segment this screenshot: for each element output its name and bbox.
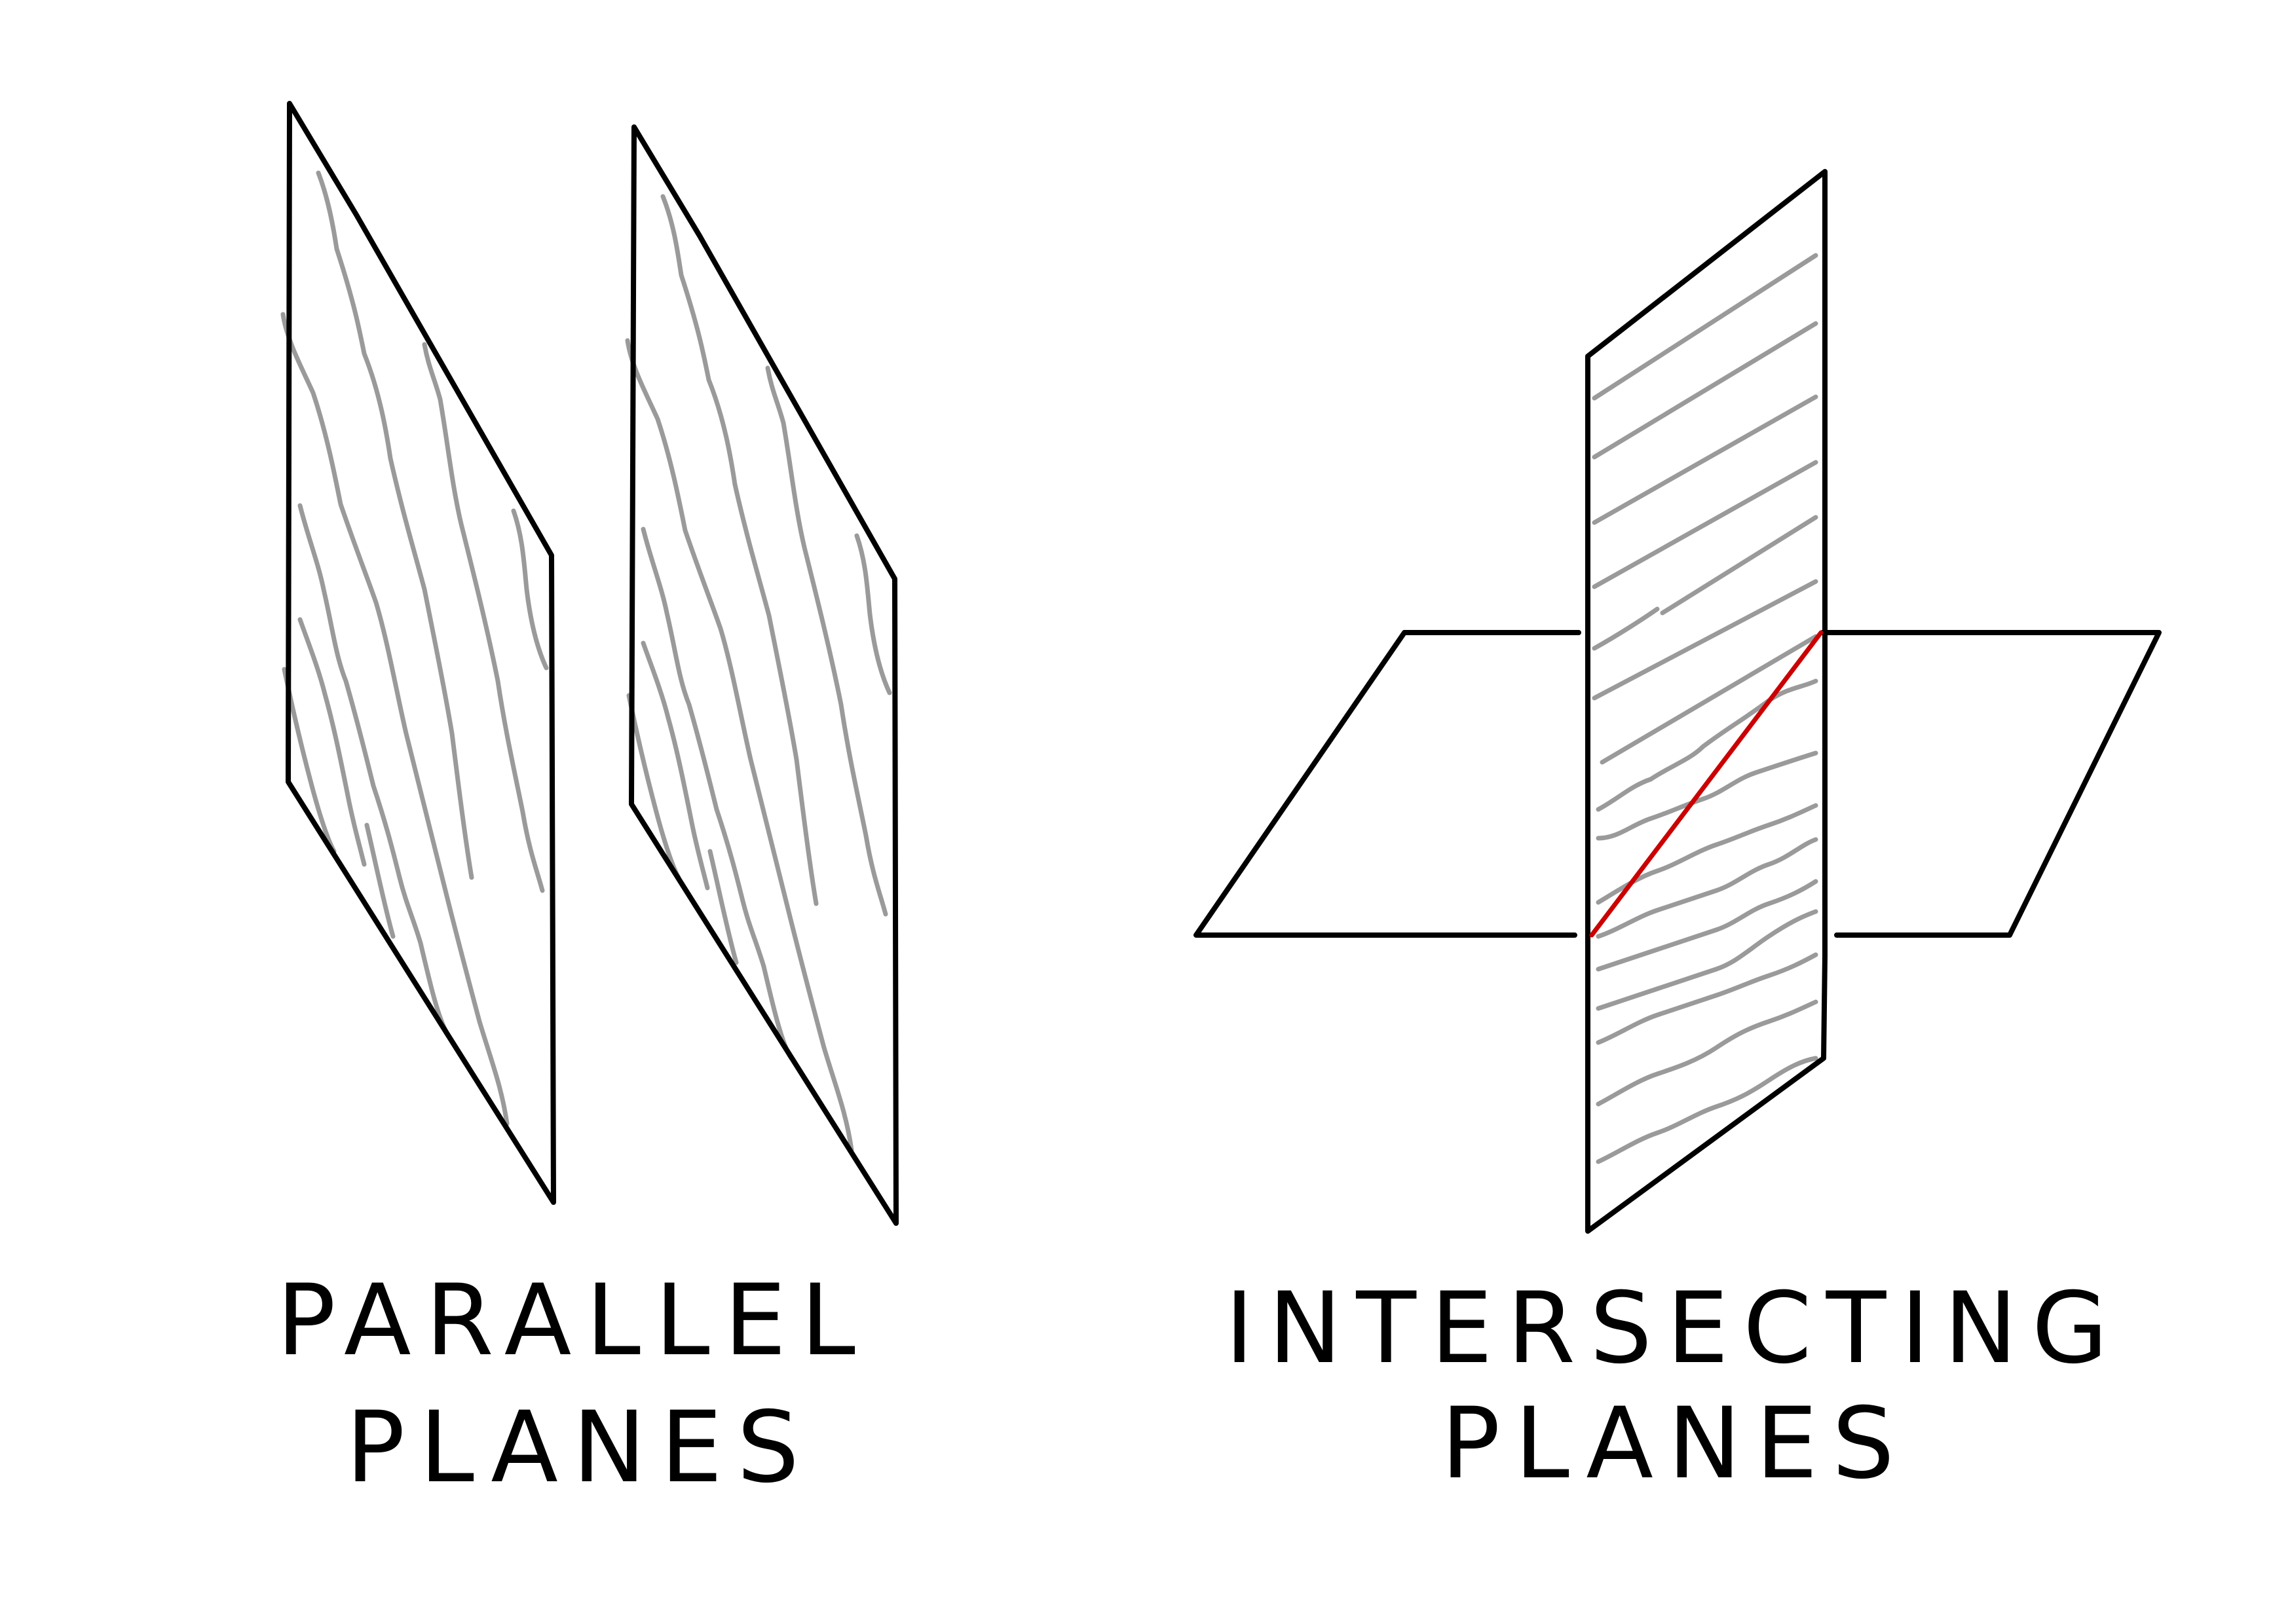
parallel-planes-figure: PARALLEL PLANES xyxy=(276,101,899,1505)
parallel-plane-right xyxy=(625,124,899,1226)
vertical-plane xyxy=(1585,169,1828,1234)
vertical-plane-outline xyxy=(1585,169,1828,1234)
parallel-plane-left xyxy=(280,101,556,1205)
intersecting-caption-line1: INTERSECTING xyxy=(1225,1272,2122,1386)
horizontal-plane-outline-right xyxy=(1820,630,2162,938)
plane-hatching xyxy=(280,170,549,1126)
plane-outline xyxy=(286,101,556,1205)
parallel-caption-line2: PLANES xyxy=(346,1391,814,1505)
parallel-caption-line1: PARALLEL xyxy=(276,1264,870,1378)
plane-hatching xyxy=(1592,253,1818,1164)
intersecting-planes-figure: INTERSECTING PLANES xyxy=(1193,169,2162,1501)
intersecting-caption-line2: PLANES xyxy=(1441,1387,1909,1501)
horizontal-plane-outline-left xyxy=(1193,630,1581,938)
plane-hatching xyxy=(625,194,892,1153)
horizontal-plane xyxy=(1193,630,2162,938)
plane-outline xyxy=(629,124,899,1226)
intersection-line xyxy=(1589,630,1824,938)
